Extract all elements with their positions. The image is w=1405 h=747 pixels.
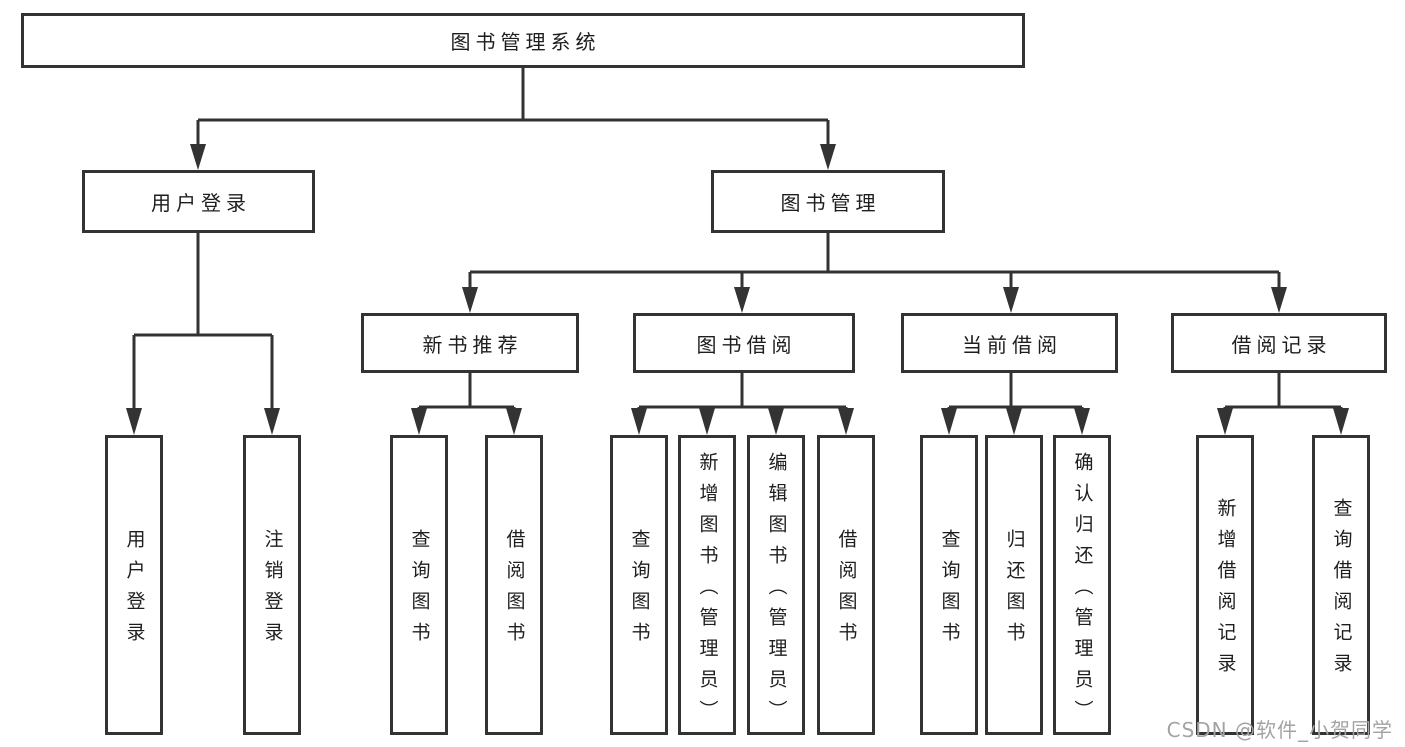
node-label: 借阅图书 bbox=[835, 529, 858, 653]
node-label: 借阅图书 bbox=[503, 529, 526, 653]
node-label: 借阅记录 bbox=[1231, 332, 1332, 357]
node-label: 归还图书 bbox=[1003, 529, 1026, 653]
node-label: 注销登录 bbox=[261, 529, 284, 653]
node-library-management-system: 图书管理系统 bbox=[21, 13, 1025, 68]
leaf-borrow-books: 借阅图书 bbox=[817, 435, 875, 735]
node-user-login: 用户登录 bbox=[82, 170, 315, 233]
leaf-add-borrow-record: 新增借阅记录 bbox=[1196, 435, 1254, 735]
leaf-add-books-admin: 新增图书（管理员） bbox=[678, 435, 736, 735]
node-label: 查询图书 bbox=[408, 529, 431, 653]
leaf-user-login: 用户登录 bbox=[105, 435, 163, 735]
node-label: 图书借阅 bbox=[696, 332, 797, 357]
arrowheads bbox=[126, 144, 1349, 435]
node-book-borrowing: 图书借阅 bbox=[633, 313, 855, 373]
node-book-management: 图书管理 bbox=[711, 170, 945, 233]
leaf-logout: 注销登录 bbox=[243, 435, 301, 735]
node-label: 当前借阅 bbox=[962, 332, 1062, 357]
node-label: 图书管理 bbox=[780, 191, 881, 215]
node-current-borrowing: 当前借阅 bbox=[901, 313, 1118, 373]
node-label: 查询图书 bbox=[938, 529, 961, 653]
node-label: 确认归还（管理员） bbox=[1071, 451, 1094, 731]
node-label: 用户登录 bbox=[151, 191, 251, 215]
node-label: 编辑图书（管理员） bbox=[765, 451, 788, 731]
leaf-query-books: 查询图书 bbox=[390, 435, 448, 735]
node-label: 用户登录 bbox=[123, 529, 146, 653]
leaf-query-books: 查询图书 bbox=[610, 435, 668, 735]
node-label: 新增借阅记录 bbox=[1214, 498, 1237, 684]
node-label: 查询图书 bbox=[628, 529, 651, 653]
node-label: 查询借阅记录 bbox=[1330, 498, 1353, 684]
leaf-return-books: 归还图书 bbox=[985, 435, 1043, 735]
node-label: 新增图书（管理员） bbox=[696, 451, 719, 731]
leaf-edit-books-admin: 编辑图书（管理员） bbox=[747, 435, 805, 735]
node-label: 新书推荐 bbox=[422, 332, 523, 357]
node-label: 图书管理系统 bbox=[450, 30, 601, 54]
connector-paths bbox=[132, 68, 1343, 411]
leaf-query-books: 查询图书 bbox=[920, 435, 978, 735]
node-new-book-recommendation: 新书推荐 bbox=[361, 313, 579, 373]
leaf-borrow-books: 借阅图书 bbox=[485, 435, 543, 735]
leaf-confirm-return-admin: 确认归还（管理员） bbox=[1053, 435, 1111, 735]
csdn-watermark: CSDN @软件_小贺同学 bbox=[1166, 718, 1393, 742]
node-borrowing-records: 借阅记录 bbox=[1171, 313, 1387, 373]
leaf-query-borrow-record: 查询借阅记录 bbox=[1312, 435, 1370, 735]
